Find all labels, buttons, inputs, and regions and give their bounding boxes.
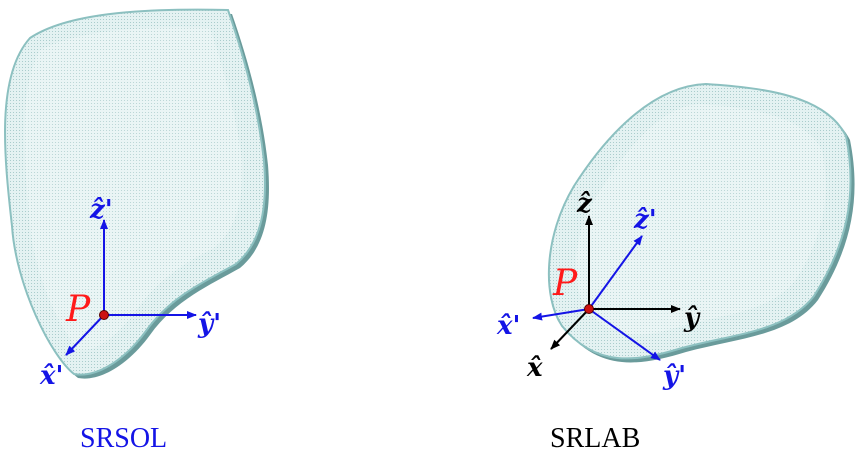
srsol-caption: SRSOL: [80, 423, 167, 452]
y-lab-label: ŷ: [683, 303, 701, 333]
x-prime-axis: [65, 314, 105, 356]
left-panel: ẑ' ŷ' x̂' P SRSOL: [4, 8, 269, 452]
x-lab-label: x̂: [526, 353, 543, 383]
z-prime-axis-rotated: [588, 235, 643, 310]
srlab-caption: SRLAB: [550, 423, 640, 452]
y-prime-label: ŷ': [197, 309, 221, 339]
solid-body: [4, 8, 266, 376]
right-panel: ẑ ŷ x̂ ẑ' ŷ' x̂' P SRLAB: [496, 82, 855, 452]
z-lab-label: ẑ: [576, 189, 593, 219]
point-p-label: P: [65, 289, 91, 330]
x-lab-axis: [550, 308, 590, 350]
y-prime-axis-rotated: [588, 308, 661, 361]
y-prime-label-rotated: ŷ': [662, 361, 686, 391]
z-prime-label-rotated: ẑ': [633, 205, 657, 235]
point-p-dot-lab: [584, 304, 594, 314]
z-prime-label: ẑ': [89, 195, 113, 225]
x-prime-label: x̂': [39, 361, 63, 391]
x-prime-label-rotated: x̂': [496, 311, 520, 341]
solid-body-rotated: [547, 82, 852, 360]
point-p-dot: [99, 310, 109, 320]
point-p-label-lab: P: [552, 263, 578, 304]
x-prime-axis-rotated: [532, 308, 590, 321]
